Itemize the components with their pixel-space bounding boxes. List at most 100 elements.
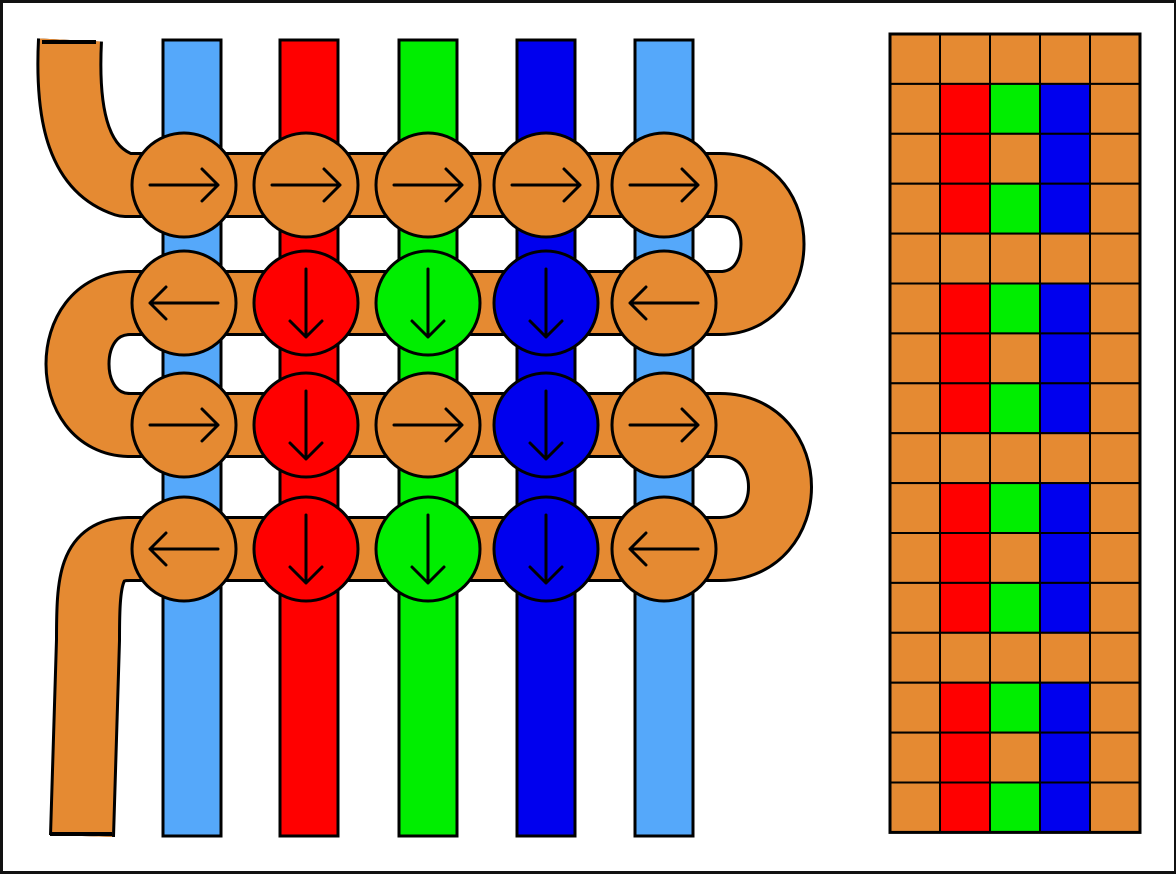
grid-cell-r5-c4 [1039,232,1091,285]
grid-cell-r3-c3 [989,132,1041,185]
grid-cell-r4-c4 [1039,182,1091,235]
grid-cell-r16-c3 [989,781,1041,834]
node-r3-c3 [374,371,482,479]
arrow-left-icon [148,531,220,567]
arrow-right-icon [270,167,342,203]
grid-cell-r12-c1 [889,581,941,634]
node-r1-c1 [130,131,238,239]
weft-top-end [42,40,96,44]
node-r2-c4 [492,249,600,357]
arrow-right-icon [628,167,700,203]
node-r1-c5 [610,131,718,239]
grid-cell-r11-c3 [989,532,1041,584]
grid-cell-r6-c3 [989,282,1041,335]
grid-cell-r15-c5 [1089,731,1141,784]
arrow-down-icon [410,513,446,585]
node-r3-c2 [252,371,360,479]
node-r4-c4 [492,495,600,603]
grid-cell-r12-c5 [1089,581,1141,634]
arrow-left-icon [628,531,700,567]
grid-cell-r2-c5 [1089,82,1141,135]
grid-cell-r5-c3 [989,232,1041,285]
grid-cell-r5-c5 [1089,232,1141,285]
grid-cell-r2-c3 [989,82,1041,135]
grid-cell-r12-c3 [989,581,1041,634]
grid-cell-r12-c4 [1039,581,1091,634]
arrow-down-icon [288,389,324,461]
grid-cell-r1-c1 [889,33,941,85]
grid-cell-r16-c1 [889,781,941,834]
grid-cell-r3-c4 [1039,132,1091,185]
node-r4-c5 [610,495,718,603]
arrow-right-icon [148,167,220,203]
grid-cell-r6-c5 [1089,282,1141,335]
grid-cell-r8-c1 [889,382,941,435]
grid-cell-r9-c1 [889,432,941,485]
arrow-down-icon [528,267,564,339]
grid-cell-r10-c5 [1089,482,1141,535]
grid-cell-r9-c2 [939,432,991,485]
grid-cell-r6-c4 [1039,282,1091,335]
grid-cell-r16-c4 [1039,781,1091,834]
node-r2-c3 [374,249,482,357]
pattern-grid [888,32,1142,834]
node-r2-c5 [610,249,718,357]
grid-cell-r10-c2 [939,482,991,535]
grid-cell-r13-c4 [1039,631,1091,684]
grid-cell-r11-c2 [939,532,991,584]
grid-cell-r1-c5 [1089,33,1141,85]
arrow-down-icon [410,267,446,339]
node-r4-c3 [374,495,482,603]
grid-cell-r6-c1 [889,282,941,335]
grid-cell-r12-c2 [939,581,991,634]
grid-cell-r14-c5 [1089,681,1141,734]
grid-cell-r11-c1 [889,532,941,584]
grid-cell-r16-c5 [1089,781,1141,834]
node-r3-c5 [610,371,718,479]
grid-cell-r7-c1 [889,332,941,385]
grid-cell-r7-c4 [1039,332,1091,385]
grid-cell-r15-c3 [989,731,1041,784]
arrow-right-icon [510,167,582,203]
grid-cell-r14-c1 [889,681,941,734]
node-r1-c3 [374,131,482,239]
grid-cell-r13-c3 [989,631,1041,684]
grid-cell-r3-c2 [939,132,991,185]
grid-cell-r10-c3 [989,482,1041,535]
grid-cell-r8-c2 [939,382,991,435]
grid-cell-r4-c2 [939,182,991,235]
arrow-down-icon [528,513,564,585]
grid-cell-r7-c2 [939,332,991,385]
grid-cell-r2-c2 [939,82,991,135]
arrow-left-icon [148,285,220,321]
arrow-right-icon [392,167,464,203]
grid-cell-r3-c5 [1089,132,1141,185]
grid-cell-r8-c3 [989,382,1041,435]
grid-cell-r8-c4 [1039,382,1091,435]
grid-cell-r14-c4 [1039,681,1091,734]
grid-cell-r15-c2 [939,731,991,784]
grid-cell-r2-c1 [889,82,941,135]
grid-cell-r9-c3 [989,432,1041,485]
grid-cell-r11-c4 [1039,532,1091,584]
grid-cell-r2-c4 [1039,82,1091,135]
grid-cell-r11-c5 [1089,532,1141,584]
grid-cell-r15-c1 [889,731,941,784]
grid-cell-r13-c2 [939,631,991,684]
grid-cell-r5-c1 [889,232,941,285]
arrow-down-icon [528,389,564,461]
grid-cell-r1-c2 [939,33,991,85]
grid-cell-r14-c2 [939,681,991,734]
grid-cell-r9-c5 [1089,432,1141,485]
arrow-down-icon [288,513,324,585]
grid-cell-r13-c5 [1089,631,1141,684]
arrow-left-icon [628,285,700,321]
arrow-right-icon [392,407,464,443]
node-r2-c2 [252,249,360,357]
grid-cell-r8-c5 [1089,382,1141,435]
grid-cell-r5-c2 [939,232,991,285]
grid-cell-r1-c3 [989,33,1041,85]
weft-bottom-end [50,832,112,836]
node-r2-c1 [130,249,238,357]
